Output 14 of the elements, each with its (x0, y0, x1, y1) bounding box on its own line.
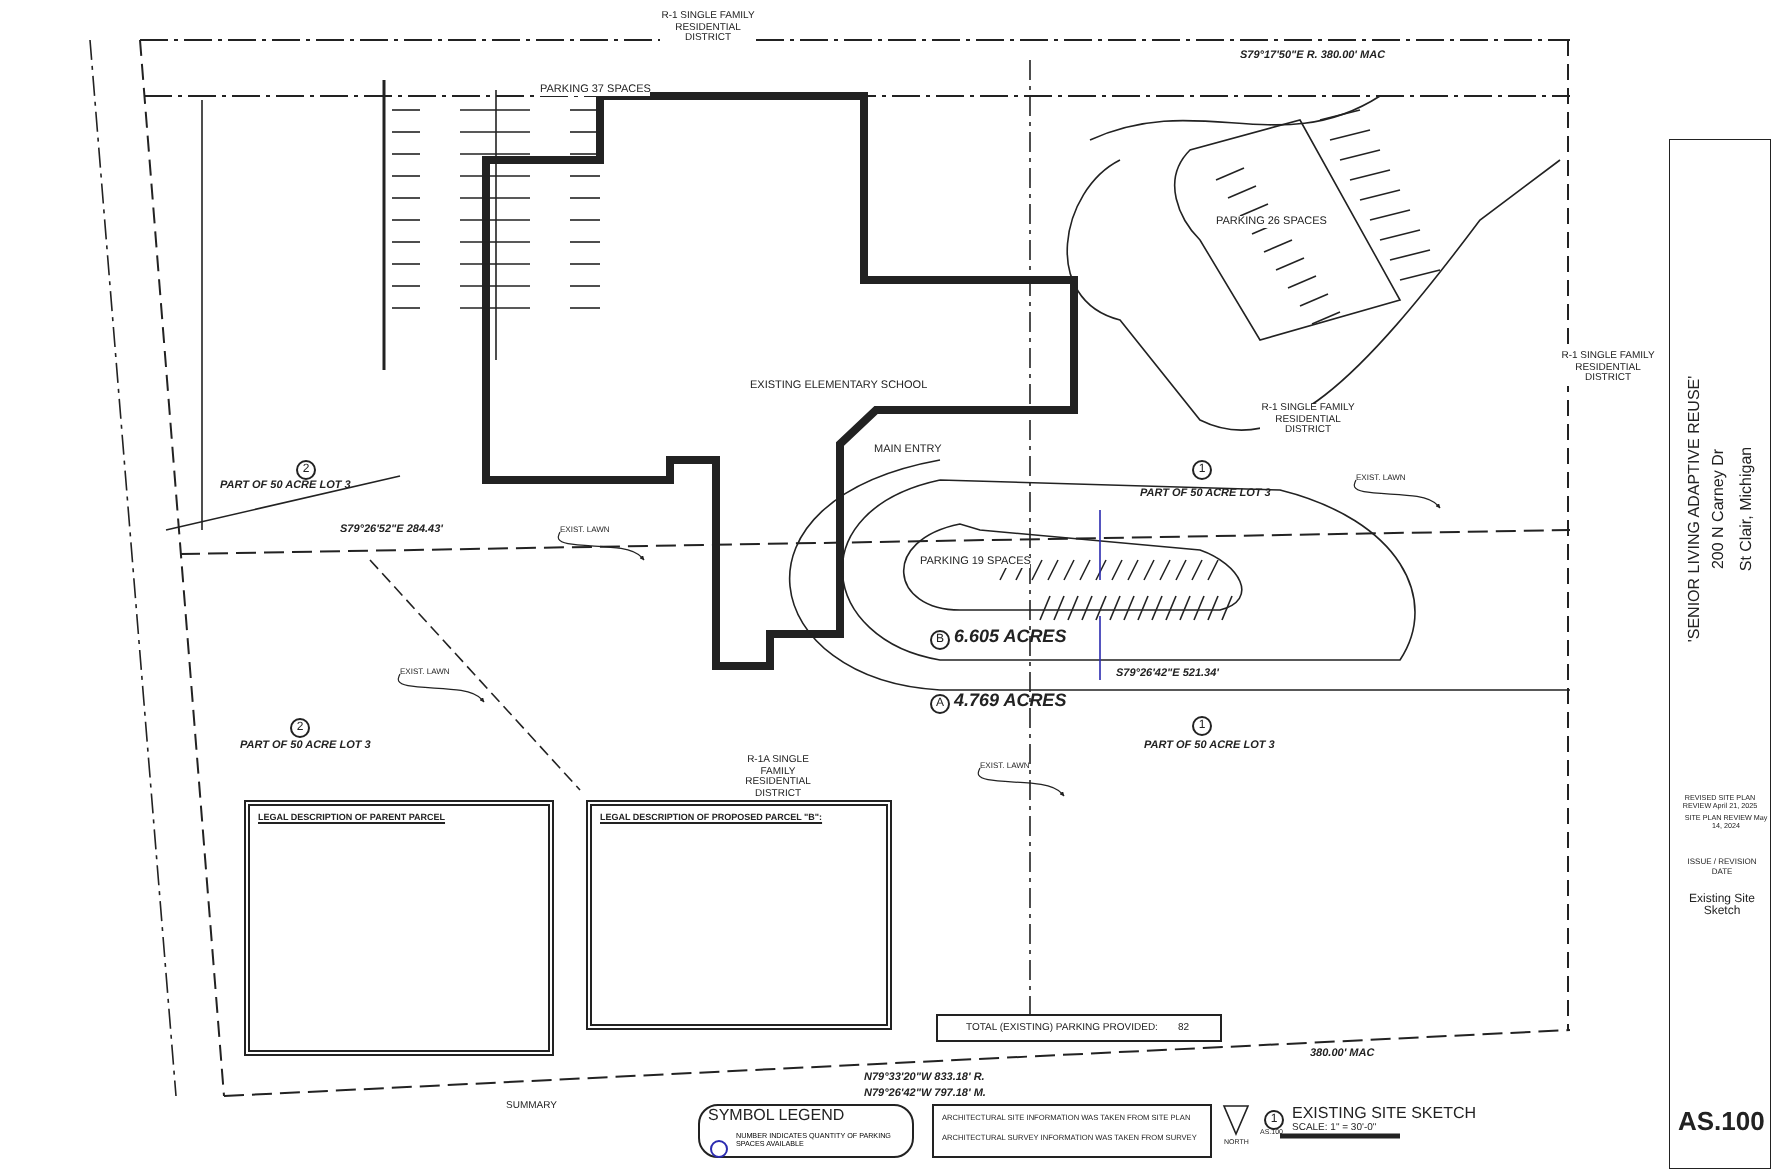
city-text: St Clair, Michigan (1737, 444, 1755, 576)
title-block-panel (1670, 140, 1770, 1168)
note-box (932, 1104, 1212, 1158)
address-text: 200 N Carney Dr (1709, 446, 1727, 574)
section-heading: EXISTING SITE SKETCH (1292, 1106, 1477, 1123)
acreage-label: 6.605 ACRES (954, 628, 1067, 648)
parking-total-box (936, 1014, 1222, 1042)
legal-description-panel (586, 800, 892, 1030)
project-title: 'SENIOR LIVING ADAPTIVE REUSE' (1685, 373, 1703, 647)
sheet-number: AS.100 (1678, 1106, 1765, 1136)
leader-line (557, 531, 645, 561)
section-heading: SYMBOL LEGEND (708, 1108, 845, 1126)
acreage-label: 4.769 ACRES (954, 692, 1067, 712)
legal-description-panel (244, 800, 554, 1056)
